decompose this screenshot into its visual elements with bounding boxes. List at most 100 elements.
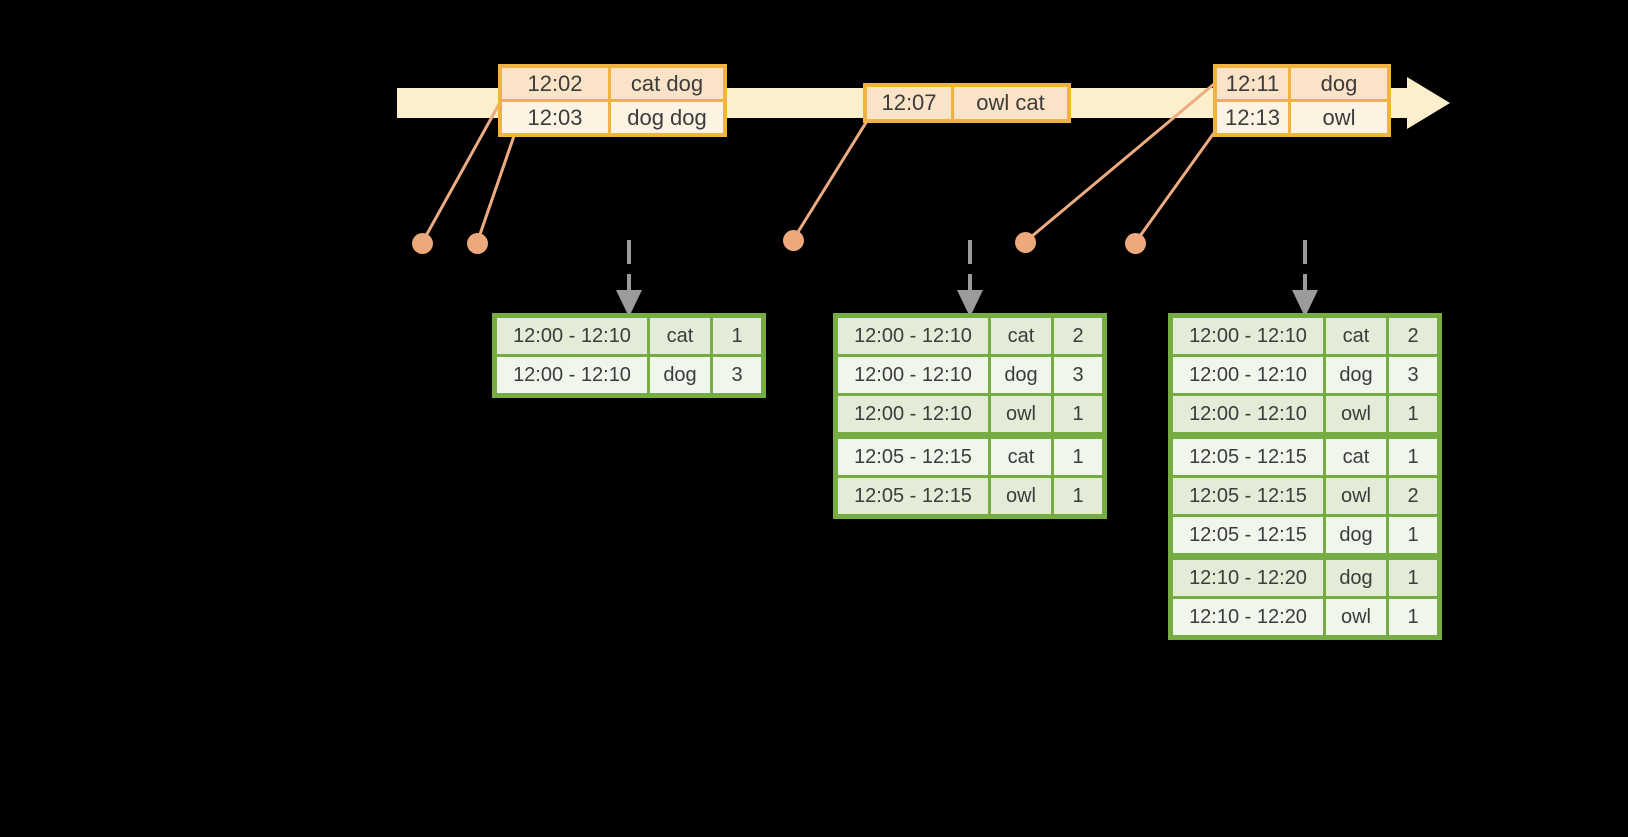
event-words-cell: owl cat — [954, 87, 1067, 119]
window-cell: 12:10 - 12:20 — [1173, 599, 1323, 635]
word: owl — [1340, 484, 1371, 507]
count-cell: 3 — [713, 357, 761, 393]
count: 1 — [1072, 445, 1084, 468]
count-cell: 1 — [1054, 478, 1102, 514]
word: cat — [1342, 324, 1370, 347]
table-row: 12:00 - 12:10 cat 2 — [838, 318, 1102, 354]
result-table-2: 12:00 - 12:10 cat 2 12:00 - 12:10 dog 3 … — [833, 313, 1107, 519]
event-time-cell: 12:11 — [1217, 68, 1288, 99]
word: owl — [1005, 484, 1036, 507]
table-row: 12:05 - 12:15 owl 1 — [838, 478, 1102, 514]
table-row: 12:05 - 12:15 dog 1 — [1173, 517, 1437, 553]
word: owl — [1340, 402, 1371, 425]
count-cell: 2 — [1389, 478, 1437, 514]
window-cell: 12:00 - 12:10 — [497, 318, 647, 354]
count-cell: 1 — [1389, 439, 1437, 475]
word: cat — [1342, 445, 1370, 468]
event-words: dog — [1320, 70, 1358, 96]
table-row: 12:00 - 12:10 owl 1 — [1173, 396, 1437, 432]
event-time: 12:11 — [1225, 70, 1280, 96]
window-range: 12:00 - 12:10 — [1189, 363, 1307, 386]
table-row: 12:00 - 12:10 dog 3 — [838, 357, 1102, 393]
window-range: 12:05 - 12:15 — [1189, 523, 1307, 546]
count: 3 — [1407, 363, 1419, 386]
word: dog — [1339, 566, 1373, 589]
event-table-3: 12:11 dog 12:13 owl — [1213, 64, 1391, 137]
word-cell: dog — [1326, 357, 1386, 393]
table-row: 12:10 - 12:20 owl 1 — [1173, 599, 1437, 635]
window-cell: 12:00 - 12:10 — [497, 357, 647, 393]
event-words: owl cat — [976, 90, 1045, 115]
count-cell: 3 — [1389, 357, 1437, 393]
window-cell: 12:00 - 12:10 — [1173, 318, 1323, 354]
event-words-cell: dog — [1291, 68, 1387, 99]
count-cell: 1 — [713, 318, 761, 354]
event-time-cell: 12:02 — [502, 68, 608, 99]
window-range: 12:10 - 12:20 — [1189, 605, 1307, 628]
event-dot — [467, 233, 488, 254]
window-range: 12:05 - 12:15 — [1189, 445, 1307, 468]
word-cell: dog — [1326, 517, 1386, 553]
table-row: 12:00 - 12:10 cat 1 — [497, 318, 761, 354]
word: cat — [1007, 324, 1035, 347]
word: dog — [1339, 363, 1373, 386]
count: 2 — [1407, 324, 1419, 347]
count-cell: 1 — [1054, 396, 1102, 432]
event-connector-line — [1133, 129, 1218, 244]
event-time: 12:07 — [881, 90, 937, 115]
event-table-2: 12:07 owl cat — [863, 83, 1071, 123]
event-dot — [1015, 232, 1036, 253]
word-cell: dog — [650, 357, 710, 393]
event-dot — [412, 233, 433, 254]
window-range: 12:00 - 12:10 — [854, 324, 972, 347]
table-row: 12:00 - 12:10 owl 1 — [838, 396, 1102, 432]
table-row: 12:00 - 12:10 dog 3 — [1173, 357, 1437, 393]
event-time-cell: 12:13 — [1217, 102, 1288, 133]
window-cell: 12:10 - 12:20 — [1173, 560, 1323, 596]
count: 2 — [1072, 324, 1084, 347]
result-table-1: 12:00 - 12:10 cat 1 12:00 - 12:10 dog 3 — [492, 313, 766, 398]
table-row: 12:05 - 12:15 owl 2 — [1173, 478, 1437, 514]
word-cell: owl — [1326, 478, 1386, 514]
event-connector-line — [791, 120, 869, 241]
count: 1 — [731, 324, 743, 347]
window-range: 12:05 - 12:15 — [1189, 484, 1307, 507]
word-cell: owl — [991, 478, 1051, 514]
count: 1 — [1407, 523, 1419, 546]
word-cell: cat — [1326, 439, 1386, 475]
word-cell: owl — [991, 396, 1051, 432]
window-cell: 12:05 - 12:15 — [838, 439, 988, 475]
table-row: 12:00 - 12:10 dog 3 — [497, 357, 761, 393]
count: 3 — [731, 363, 743, 386]
event-time: 12:13 — [1224, 104, 1281, 130]
word-cell: cat — [991, 439, 1051, 475]
window-range: 12:00 - 12:10 — [513, 363, 631, 386]
word-cell: dog — [991, 357, 1051, 393]
count: 1 — [1407, 566, 1419, 589]
event-words: cat dog — [630, 70, 704, 96]
timeline-arrowhead-icon — [1407, 77, 1450, 129]
count-cell: 1 — [1389, 560, 1437, 596]
count-cell: 2 — [1054, 318, 1102, 354]
window-cell: 12:00 - 12:10 — [838, 396, 988, 432]
table-row: 12:05 - 12:15 cat 1 — [838, 439, 1102, 475]
event-words-cell: cat dog — [611, 68, 723, 99]
table-row: 12:00 - 12:10 cat 2 — [1173, 318, 1437, 354]
count-cell: 1 — [1389, 517, 1437, 553]
count: 1 — [1407, 445, 1419, 468]
count: 3 — [1072, 363, 1084, 386]
window-range: 12:00 - 12:10 — [854, 402, 972, 425]
window-cell: 12:05 - 12:15 — [1173, 439, 1323, 475]
window-cell: 12:00 - 12:10 — [1173, 396, 1323, 432]
event-words-cell: dog dog — [611, 102, 723, 133]
event-table-1: 12:02 cat dog 12:03 dog dog — [498, 64, 727, 137]
event-words: owl — [1322, 104, 1356, 130]
window-cell: 12:00 - 12:10 — [838, 357, 988, 393]
event-words-cell: owl — [1291, 102, 1387, 133]
window-cell: 12:00 - 12:10 — [1173, 357, 1323, 393]
window-range: 12:05 - 12:15 — [854, 484, 972, 507]
count: 1 — [1072, 484, 1084, 507]
word: dog — [663, 363, 697, 386]
event-words: dog dog — [627, 104, 707, 130]
